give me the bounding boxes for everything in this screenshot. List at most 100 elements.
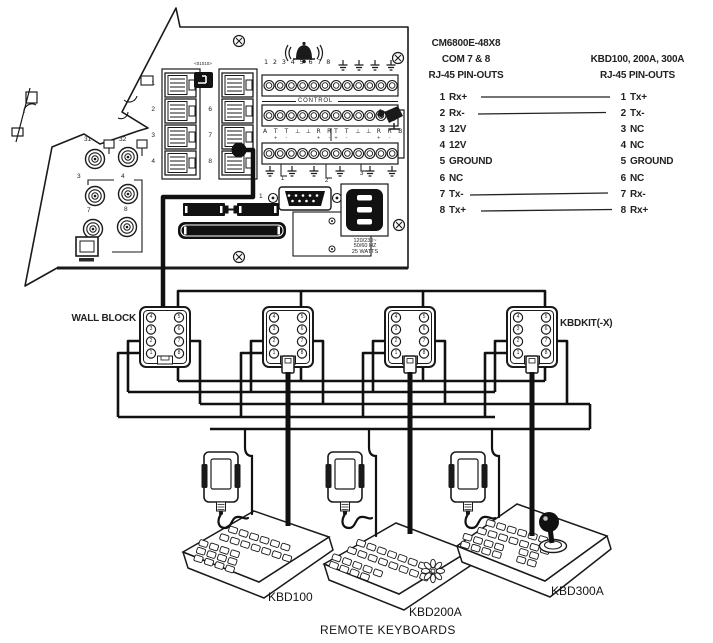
data-port-label: <01010> xyxy=(194,61,212,66)
rj45-port-number: 1 xyxy=(151,80,155,87)
com-group-label: 2 xyxy=(325,178,329,184)
terminal-number: 7 xyxy=(300,337,304,344)
terminal-number: 8 xyxy=(300,349,304,356)
terminal-number: 7 xyxy=(422,337,426,344)
keyboard-cables xyxy=(160,142,535,536)
polarity-labels-left: +-+- xyxy=(273,135,330,141)
bnc-label: 3 xyxy=(77,173,81,180)
terminal-number: 2 xyxy=(516,337,520,344)
terminal-number: 5 xyxy=(177,313,181,320)
power-inlet xyxy=(340,183,389,237)
com-group-label: 3 xyxy=(360,171,364,177)
terminal-number: 2 xyxy=(394,337,398,344)
bnc-label: 7 xyxy=(87,207,91,214)
terminal-number: 2 xyxy=(149,337,153,344)
terminal-number: 1 xyxy=(516,349,520,356)
com-group-label: 1 xyxy=(281,176,285,182)
torn-fragment-icon xyxy=(11,87,38,143)
tear-remnants xyxy=(117,75,154,120)
keyboard-kbd300a xyxy=(455,503,612,598)
rj45-port-number: 2 xyxy=(151,106,155,113)
data-port-icon xyxy=(194,72,213,88)
camera-icon xyxy=(377,106,405,159)
terminal-number: 8 xyxy=(422,349,426,356)
terminal-number: 2 xyxy=(272,337,276,344)
wire-bus xyxy=(116,289,592,431)
terminal-number: 1 xyxy=(394,349,398,356)
rj45-port-columns xyxy=(161,68,258,180)
bnc-label: 4 xyxy=(121,173,125,180)
db9-port-label: 1 xyxy=(259,193,263,200)
bnc-section xyxy=(75,139,148,262)
terminal-number: 1 xyxy=(272,349,276,356)
bnc-label: 32 xyxy=(119,136,127,143)
terminal-number: 7 xyxy=(177,337,181,344)
kbd200a-label: KBD200A xyxy=(409,605,462,619)
terminal-number: 6 xyxy=(544,325,548,332)
terminal-number: 8 xyxy=(544,349,548,356)
remote-keyboards-caption: REMOTE KEYBOARDS xyxy=(320,623,456,637)
rj45-plugs xyxy=(281,355,539,374)
db9-connector xyxy=(267,186,343,211)
kbd100-label: KBD100 xyxy=(268,590,313,604)
bnc-label: 31 xyxy=(84,136,92,143)
pinout-right-title: KBD100, 200A, 300A RJ-45 PIN-OUTS xyxy=(590,54,685,81)
terminal-number: 3 xyxy=(394,325,398,332)
power-cords xyxy=(217,427,501,538)
keyboard-kbd200a xyxy=(322,522,474,611)
terminal-number: 8 xyxy=(177,349,181,356)
aux-connectors xyxy=(178,203,286,239)
terminal-number: 5 xyxy=(300,313,304,320)
rj45-port-number: 4 xyxy=(151,158,155,165)
rj45-port-number: 8 xyxy=(208,158,212,165)
terminal-number: 4 xyxy=(149,313,153,320)
terminal-number: 7 xyxy=(544,337,548,344)
terminal-number: 4 xyxy=(394,313,398,320)
terminal-number: 6 xyxy=(177,325,181,332)
rj45-port-number: 3 xyxy=(151,132,155,139)
joystick xyxy=(538,512,568,554)
polarity-labels-right: +-+- xyxy=(334,135,391,141)
wall-block-label: WALL BLOCK xyxy=(71,313,137,324)
control-label: CONTROL xyxy=(298,98,333,104)
terminal-number: 3 xyxy=(516,325,520,332)
terminal-number: 5 xyxy=(422,313,426,320)
terminal-number: 6 xyxy=(300,325,304,332)
terminal-number: 3 xyxy=(272,325,276,332)
terminal-number: 6 xyxy=(422,325,426,332)
terminal-number: 3 xyxy=(149,325,153,332)
rj45-port-number: 6 xyxy=(208,106,212,113)
kbdkit-label: KBDKIT(-X) xyxy=(560,318,613,329)
kbd300a-label: KBD300A xyxy=(551,584,604,598)
terminal-number: 5 xyxy=(544,313,548,320)
keyboard-kbd100 xyxy=(181,510,334,599)
power-rating: 120/230~ 50/60 HZ 25 WATTS xyxy=(351,238,379,255)
rj45-port-number: 5 xyxy=(208,80,212,87)
alarm-bell-icon xyxy=(284,41,324,64)
rj45-port-number: 7 xyxy=(208,132,212,139)
terminal-number: 4 xyxy=(516,313,520,320)
terminal-number: 4 xyxy=(272,313,276,320)
